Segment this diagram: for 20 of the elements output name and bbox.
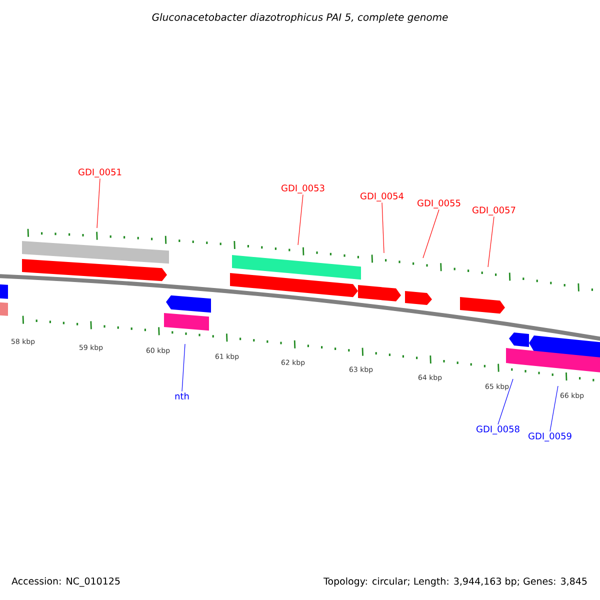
leader-line [382,202,384,254]
leader-line [498,378,514,425]
gene-label: GDI_0058 [476,426,520,434]
gene-label: nth [175,392,189,400]
leader-line [182,344,186,392]
gene-label: GDI_0055 [418,200,460,208]
title: Gluconacetobacter diazotrophicus PAI 5, complete genome [152,13,448,23]
gene-label: GDI_0057 [472,206,516,216]
leader-line [298,194,304,246]
leader-line [488,216,494,268]
leader-line [550,386,558,432]
footer-text: Accession: NC_010125 [12,577,120,587]
gene-label: GDI_0053 [282,184,324,194]
footer-text: Topology: circular; Length: 3,944,163 bp; Genes: 3,845 [323,577,587,587]
leader-line [96,178,100,228]
gene-label: GDI_0051 [78,168,122,178]
gene-label: GDI_0059 [528,432,572,442]
leader-line [422,209,440,258]
gene-label: GDI_0054 [360,192,404,202]
genome-map-drawing [0,228,600,382]
